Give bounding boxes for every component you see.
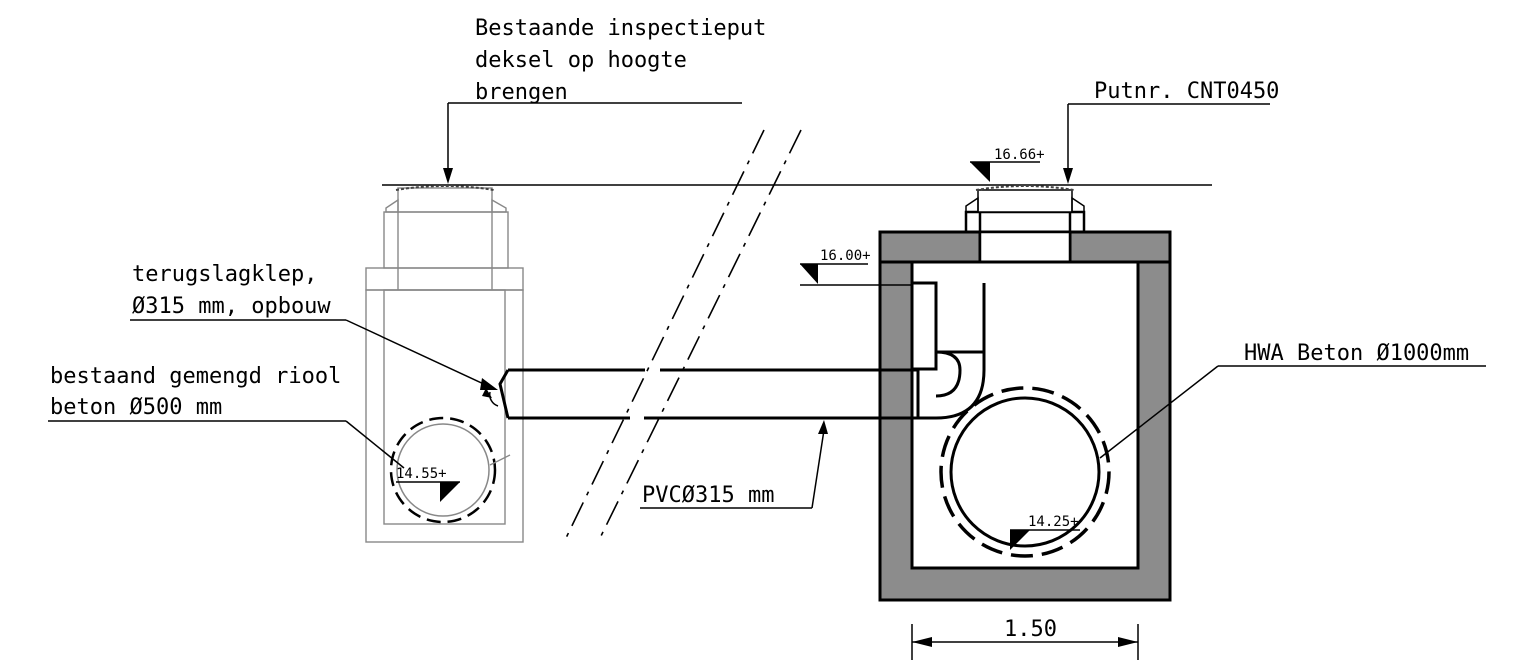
existing-manhole-text-3: brengen (475, 80, 568, 105)
pvc-pipe (482, 368, 920, 420)
label-pvc-pipe: PVCØ315 mm (640, 420, 828, 509)
level-marker-existing: 14.55+ (396, 466, 460, 502)
new-manhole (878, 185, 1172, 602)
pvc-pipe-text: PVCØ315 mm (642, 483, 774, 508)
label-hwa: HWA Beton Ø1000mm (1099, 341, 1486, 459)
manhole-number-text: Putnr. CNT0450 (1094, 79, 1279, 104)
dimension-width-text: 1.50 (1004, 617, 1057, 642)
existing-sewer-text-1: bestaand gemengd riool (50, 364, 341, 389)
existing-sewer-pipe (389, 416, 497, 524)
check-valve-text-1: terugslagklep, (132, 262, 317, 287)
break-line-left (565, 129, 765, 539)
existing-manhole-text-1: Bestaande inspectieput (475, 16, 766, 41)
inlet-level: 16.00+ (820, 248, 871, 264)
dimension-width: 1.50 (911, 617, 1139, 660)
existing-sewer-text-2: beton Ø500 mm (50, 395, 222, 420)
hwa-invert-level: 14.25+ (1028, 514, 1079, 530)
hwa-pipe (939, 386, 1111, 558)
level-marker-inlet: 16.00+ (800, 248, 912, 286)
check-valve (498, 369, 510, 419)
label-manhole-number: Putnr. CNT0450 (1063, 79, 1279, 184)
existing-manhole-text-2: deksel op hoogte (475, 48, 687, 73)
check-valve-text-2: Ø315 mm, opbouw (132, 294, 331, 319)
label-check-valve: terugslagklep, Ø315 mm, opbouw (130, 262, 498, 390)
level-marker-cover: 16.66+ (970, 147, 1045, 182)
level-marker-hwa: 14.25+ (1010, 514, 1080, 550)
existing-invert-level: 14.55+ (396, 466, 447, 482)
label-existing-manhole: Bestaande inspectieput deksel op hoogte … (443, 16, 766, 184)
hwa-text: HWA Beton Ø1000mm (1244, 341, 1469, 366)
break-line-right (599, 129, 802, 539)
label-existing-sewer: bestaand gemengd riool beton Ø500 mm (48, 364, 405, 469)
cover-level: 16.66+ (994, 147, 1045, 163)
